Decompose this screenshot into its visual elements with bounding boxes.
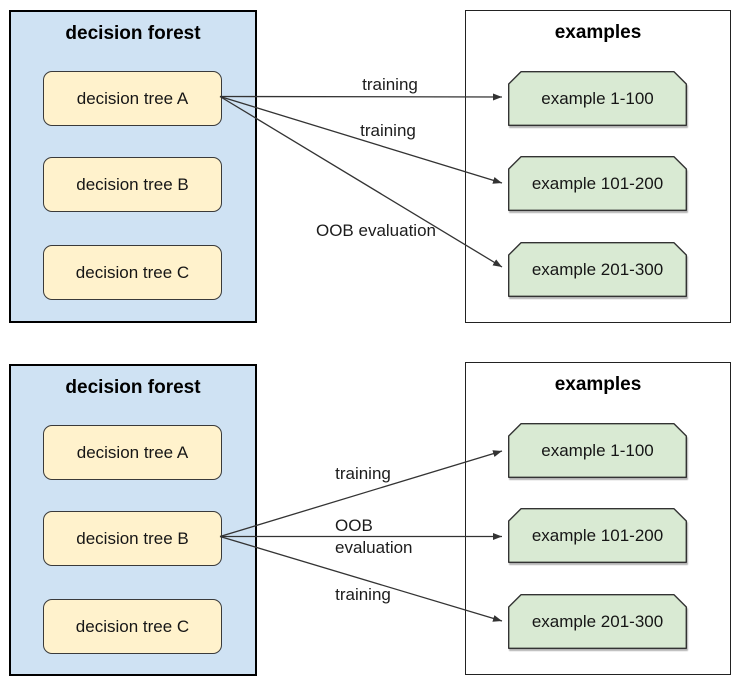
example-201-300-label: example 201-300 [531, 611, 664, 631]
decision-forest-title: decision forest [65, 377, 201, 398]
node-decision-tree-b: decision tree B [43, 511, 222, 566]
decision-tree-b-label: decision tree B [76, 174, 189, 194]
example-1-100-label: example 1-100 [541, 440, 654, 460]
decision-tree-a-label: decision tree A [76, 442, 189, 462]
node-decision-tree-a: decision tree A [43, 71, 222, 126]
decision-tree-a-label: decision tree A [76, 88, 189, 108]
arrow-label-training-2: training [335, 585, 391, 604]
examples-title: examples [554, 22, 642, 43]
card-shape [507, 507, 688, 563]
examples-title: examples [554, 374, 642, 395]
decision-forest-box: decision forest decision tree A decision… [9, 364, 257, 676]
decision-forest-title: decision forest [65, 23, 201, 44]
decision-tree-c-label: decision tree C [75, 262, 190, 282]
node-example-201-300: example 201-300 [507, 241, 688, 297]
node-decision-tree-c: decision tree C [43, 599, 222, 654]
decision-tree-b-label: decision tree B [76, 528, 189, 548]
node-example-101-200: example 101-200 [507, 507, 688, 563]
example-1-100-label: example 1-100 [541, 88, 654, 108]
card-shape [507, 422, 688, 478]
example-101-200-label: example 101-200 [531, 173, 664, 193]
arrow-label-training-1: training [335, 464, 391, 483]
card-shape [507, 155, 688, 211]
examples-box: examples example 1-100 example 101-200 e… [465, 10, 731, 323]
decision-forest-box: decision forest decision tree A decision… [9, 10, 257, 323]
node-example-201-300: example 201-300 [507, 593, 688, 649]
arrow-label-oob-evaluation: OOB evaluation [335, 516, 413, 557]
examples-box: examples example 1-100 example 101-200 e… [465, 362, 731, 675]
card-shape [507, 70, 688, 126]
node-example-1-100: example 1-100 [507, 70, 688, 126]
node-decision-tree-c: decision tree C [43, 245, 222, 300]
card-shape [507, 241, 688, 297]
card-shape [507, 593, 688, 649]
node-example-101-200: example 101-200 [507, 155, 688, 211]
node-decision-tree-b: decision tree B [43, 157, 222, 212]
node-decision-tree-a: decision tree A [43, 425, 222, 480]
decision-tree-c-label: decision tree C [75, 616, 190, 636]
arrow-label-training-1: training [362, 75, 418, 94]
example-101-200-label: example 101-200 [531, 525, 664, 545]
example-201-300-label: example 201-300 [531, 259, 664, 279]
node-example-1-100: example 1-100 [507, 422, 688, 478]
